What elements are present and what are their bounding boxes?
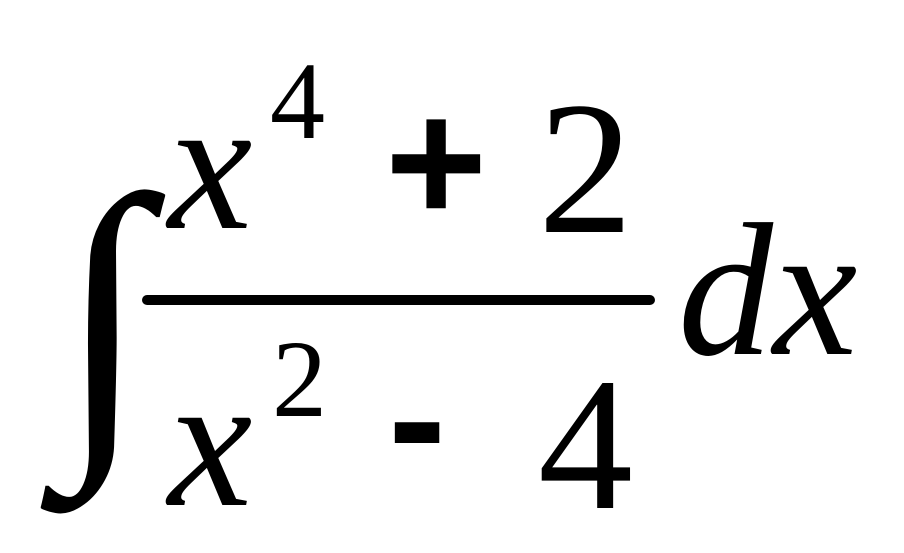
numerator-operator: + — [385, 65, 487, 260]
numerator-variable: x — [165, 60, 252, 270]
integral-sign: ∫ — [37, 132, 166, 518]
numerator: x 4 + 2 — [165, 40, 633, 274]
denominator-constant: 4 — [538, 340, 633, 550]
denominator-operator: - — [388, 321, 446, 516]
denominator: x 2 - 4 — [165, 318, 633, 550]
denominator-exponent: 2 — [272, 318, 327, 440]
differential: dx — [678, 186, 857, 396]
numerator-constant: 2 — [538, 64, 633, 274]
denominator-variable: x — [165, 337, 252, 547]
numerator-exponent: 4 — [270, 40, 325, 162]
